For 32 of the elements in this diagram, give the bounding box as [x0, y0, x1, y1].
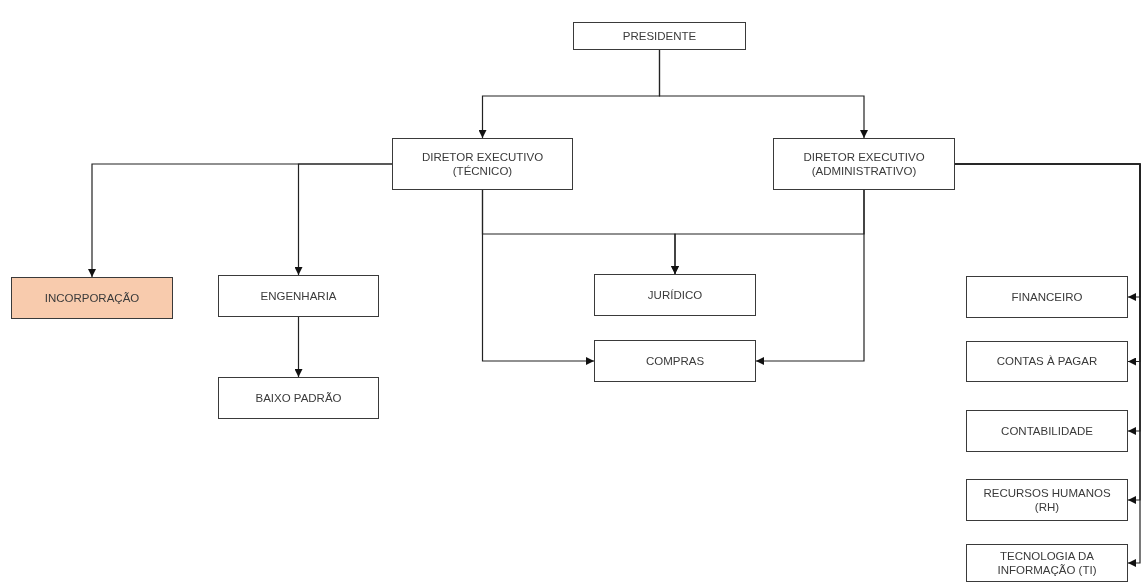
- connector-arrow: [954, 163, 1141, 567]
- org-box: [218, 377, 379, 419]
- box-label: CONTABILIDADE: [1001, 423, 1093, 439]
- org-box: [773, 138, 955, 190]
- org-box: [218, 275, 379, 317]
- connector-arrow: [755, 189, 865, 365]
- org-box: [966, 410, 1128, 452]
- box-label: FINANCEIRO: [1011, 289, 1083, 305]
- connector-arrow: [481, 189, 595, 365]
- org-box: [392, 138, 573, 190]
- box-label: INCORPORAÇÃO: [44, 290, 140, 306]
- box-label: DIRETOR EXECUTIVO (TÉCNICO): [420, 149, 545, 179]
- connector-arrow: [294, 163, 393, 276]
- org-box: [594, 274, 756, 316]
- connector-arrow: [294, 316, 303, 378]
- box-label: PRESIDENTE: [622, 28, 697, 44]
- connector-arrow: [658, 49, 868, 139]
- box-label: TECNOLOGIA DA INFORMAÇÃO (TI): [996, 548, 1098, 578]
- org-box: [11, 277, 173, 319]
- box-label: COMPRAS: [645, 353, 705, 369]
- org-box: [966, 479, 1128, 521]
- box-label: RECURSOS HUMANOS (RH): [982, 485, 1112, 515]
- box-label: JURÍDICO: [647, 287, 703, 303]
- org-box: [594, 340, 756, 382]
- box-label: BAIXO PADRÃO: [255, 390, 342, 406]
- org-box: [573, 22, 746, 50]
- org-box: [966, 341, 1128, 382]
- org-box: [966, 276, 1128, 318]
- org-box: [966, 544, 1128, 582]
- box-label: ENGENHARIA: [260, 288, 337, 304]
- box-label: DIRETOR EXECUTIVO (ADMINISTRATIVO): [802, 149, 926, 179]
- box-label: CONTAS À PAGAR: [996, 354, 1098, 369]
